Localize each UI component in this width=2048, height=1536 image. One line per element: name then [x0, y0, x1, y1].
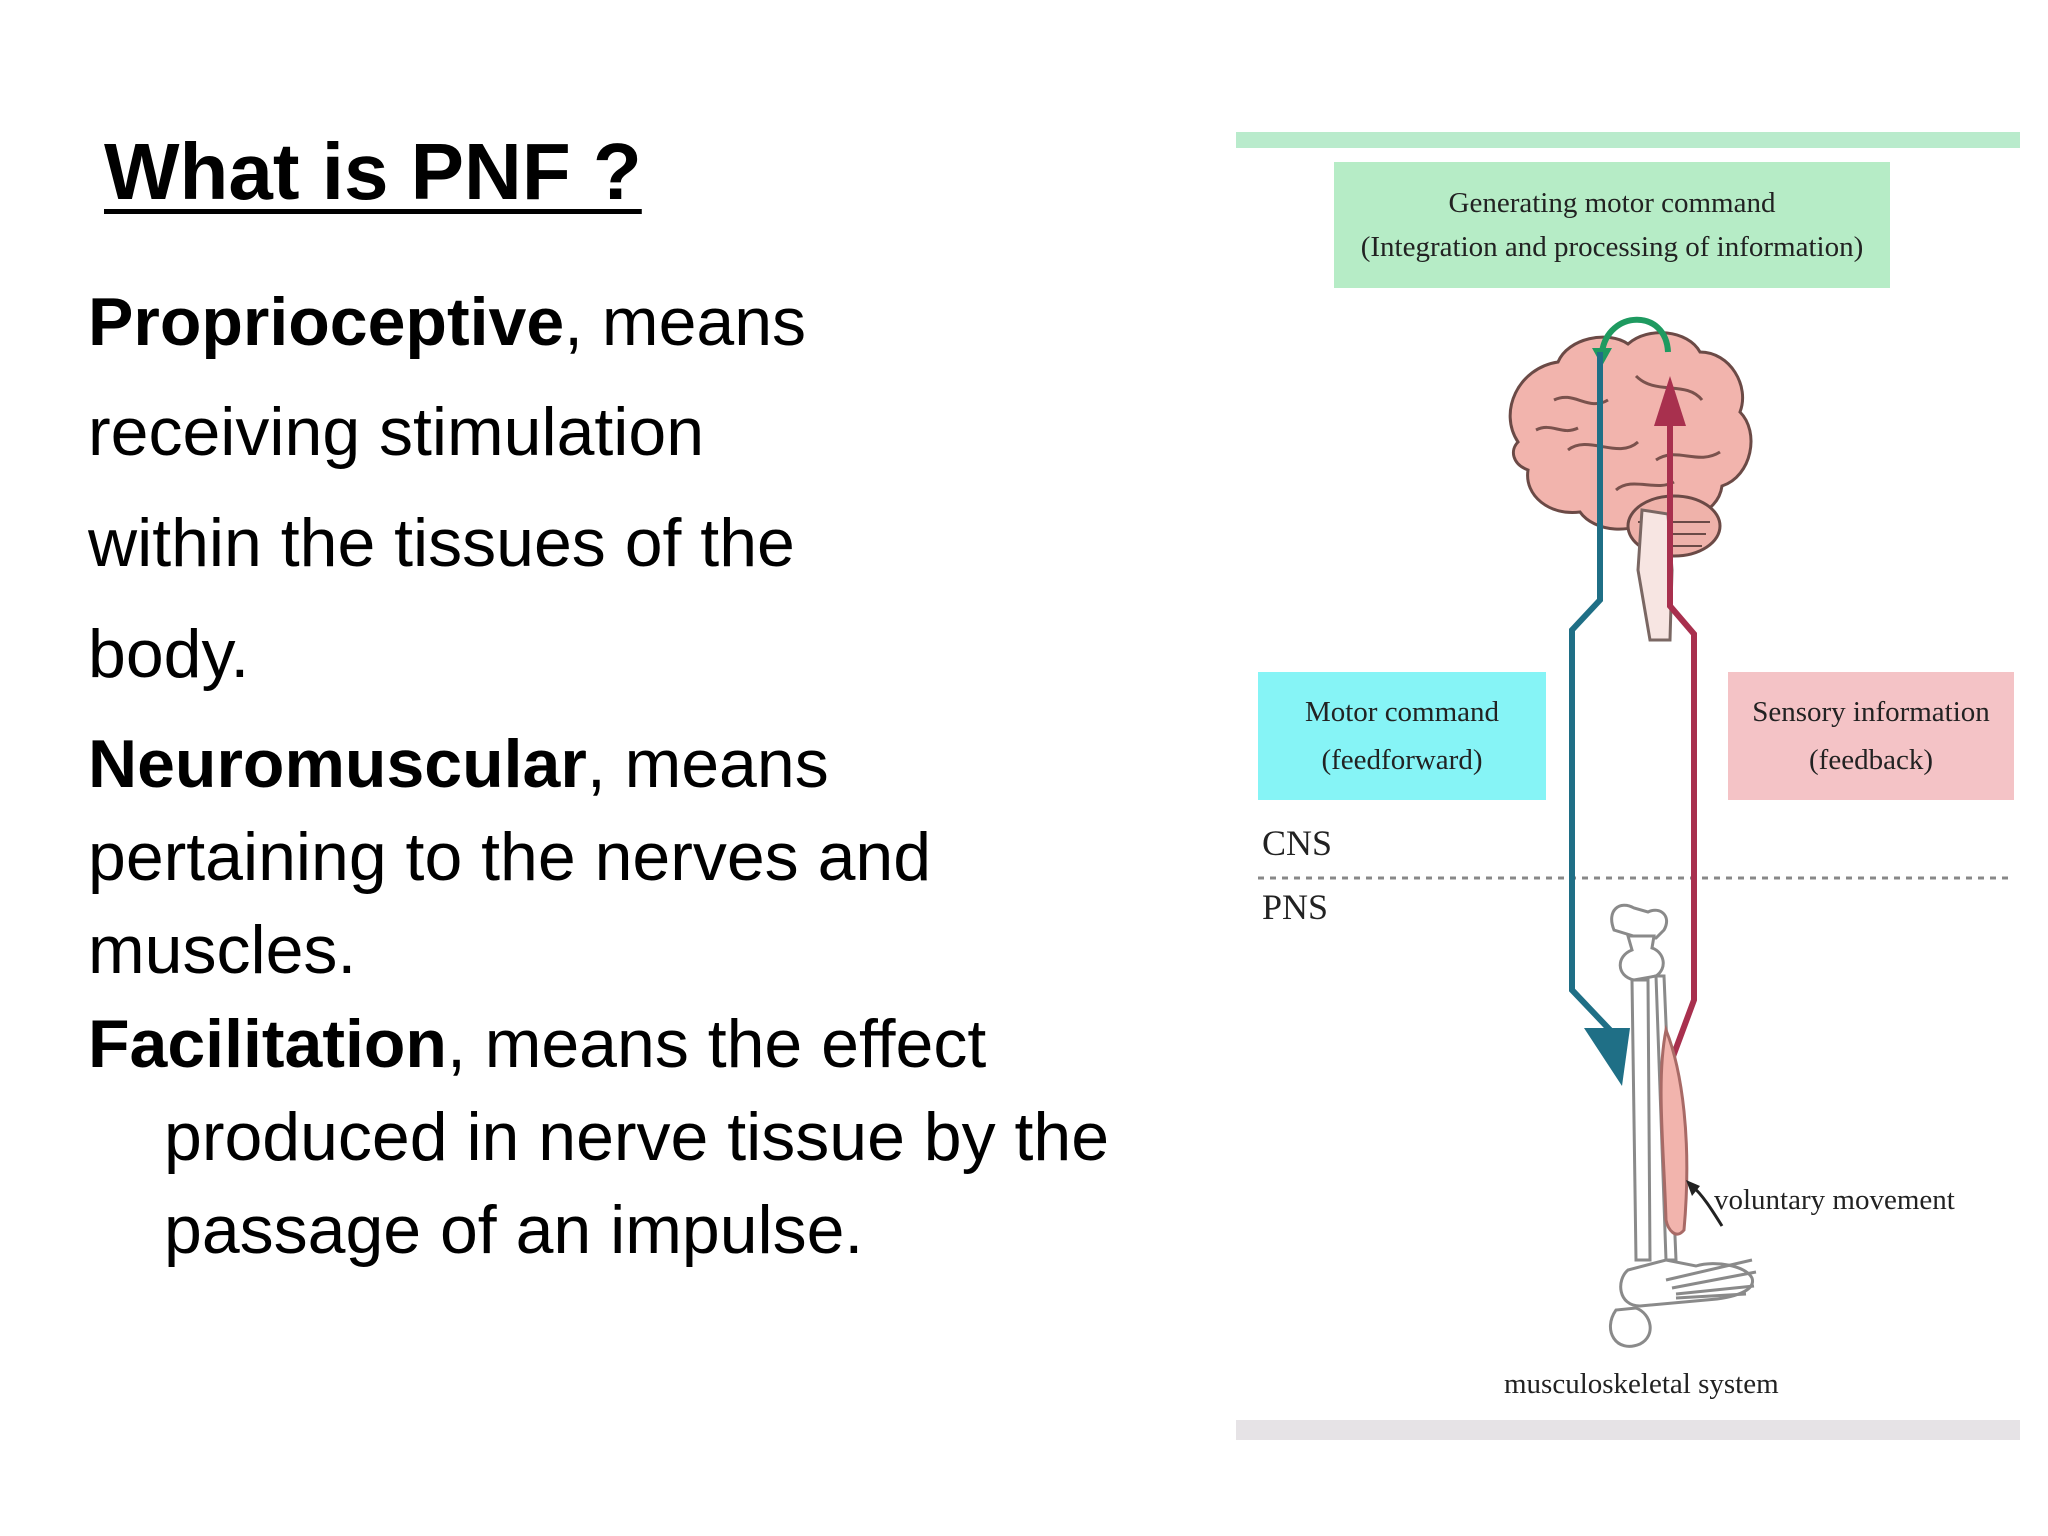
- term-neuromuscular: Neuromuscular: [88, 726, 587, 802]
- box-label: (feedforward): [1321, 744, 1483, 776]
- definition-text: muscles.: [88, 912, 357, 988]
- muscle-illustration: [1659, 1024, 1689, 1236]
- motor-command-box-bg: [1258, 672, 1546, 800]
- sensory-info-box-bg: [1728, 672, 2014, 800]
- diagram-graphics: [1236, 132, 2020, 1440]
- box-label: Generating motor command: [1448, 187, 1776, 219]
- term-facilitation: Facilitation: [88, 1006, 447, 1082]
- generating-command-box: Generating motor command (Integration an…: [1334, 162, 1890, 288]
- definition-text: within the tissues of the: [88, 505, 795, 581]
- definition-text: , means the effect: [446, 1006, 987, 1082]
- slide-title: What is PNF ?: [104, 127, 642, 216]
- generating-command-box-bg: [1334, 162, 1890, 288]
- brain-illustration: [1508, 331, 1753, 642]
- box-label: (feedback): [1809, 744, 1933, 776]
- sensory-pathway: [1665, 418, 1697, 1072]
- pointer-arrowhead: [1686, 1180, 1700, 1196]
- sensory-info-box: Sensory information (feedback): [1728, 672, 2014, 800]
- top-bar: [1236, 132, 2020, 148]
- motor-control-diagram: Generating motor command (Integration an…: [1236, 130, 2020, 1440]
- definition-text: body.: [88, 616, 250, 692]
- integration-arc: [1599, 316, 1671, 353]
- box-label: Motor command: [1304, 696, 1500, 728]
- definition-text: receiving stimulation: [88, 394, 705, 470]
- sensory-arrowhead: [1654, 376, 1686, 426]
- box-label: Sensory information: [1752, 696, 1990, 728]
- leg-skeleton: [1609, 903, 1757, 1348]
- definition-text: produced in nerve tissue by the: [164, 1099, 1110, 1175]
- motor-arrowhead: [1584, 1028, 1630, 1086]
- definition-proprioceptive: Proprioceptive, means: [88, 288, 806, 356]
- bottom-bar: [1236, 1420, 2020, 1440]
- pns-label: PNS: [1262, 887, 1329, 927]
- motor-command-box: Motor command (feedforward): [1258, 672, 1546, 800]
- definition-text: , means: [586, 726, 829, 802]
- voluntary-movement-label: voluntary movement: [1714, 1184, 1955, 1216]
- definition-text: , means: [564, 284, 807, 360]
- definition-text: passage of an impulse.: [164, 1192, 864, 1268]
- term-proprioceptive: Proprioceptive: [88, 284, 565, 360]
- cns-label: CNS: [1262, 823, 1333, 863]
- box-label: (Integration and processing of informati…: [1360, 231, 1864, 263]
- definition-facilitation: Facilitation, means the effect: [88, 1010, 986, 1078]
- definition-text: pertaining to the nerves and: [88, 819, 932, 895]
- definition-neuromuscular: Neuromuscular, means: [88, 730, 829, 798]
- musculoskeletal-label: musculoskeletal system: [1504, 1368, 1779, 1400]
